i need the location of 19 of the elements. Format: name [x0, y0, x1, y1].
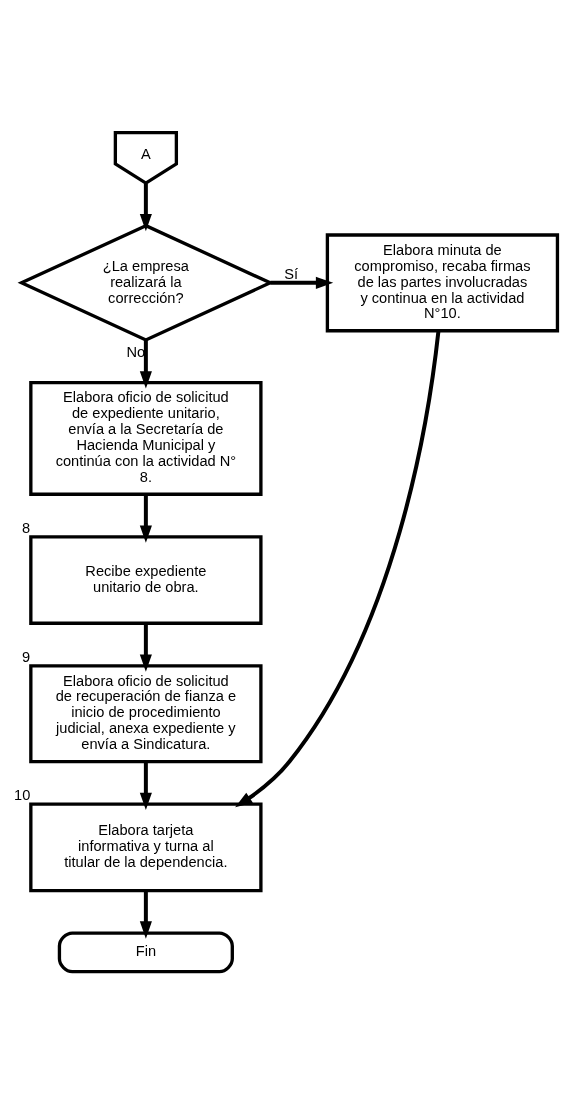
node-label: 10 — [14, 786, 31, 803]
arrow — [139, 890, 152, 939]
edge-label: No — [126, 344, 146, 361]
arrow — [235, 330, 441, 808]
arrow — [139, 340, 152, 389]
node-box: Elabora tarjeta informativa y turna al titular de la dependencia. — [29, 802, 263, 893]
arrow — [139, 183, 152, 232]
node-box: Recibe expediente unitario de obra. — [29, 535, 263, 625]
node-label: 8 — [22, 519, 31, 536]
node-label: 9 — [22, 648, 31, 665]
arrow — [139, 623, 152, 672]
node-box: Elabora oficio de solicitud de recuperación de fianza e inicio de procedimiento judicial, anexa expediente y envía a Sindicatura. — [29, 664, 263, 764]
node-box: Elabora oficio de solicitud de expediente unitario, envía a la Secretaría de Hacienda Municipal y continúa con la actividad N° 8. — [29, 380, 263, 496]
arrow — [139, 494, 152, 543]
node-box: Elabora minuta de compromiso, recaba firmas de las partes involucradas y continua en la actividad N°10. — [325, 233, 560, 333]
node-box: Fin — [57, 931, 234, 974]
arrow — [139, 761, 152, 810]
edge-label: Sí — [284, 265, 299, 282]
arrow — [270, 276, 334, 289]
